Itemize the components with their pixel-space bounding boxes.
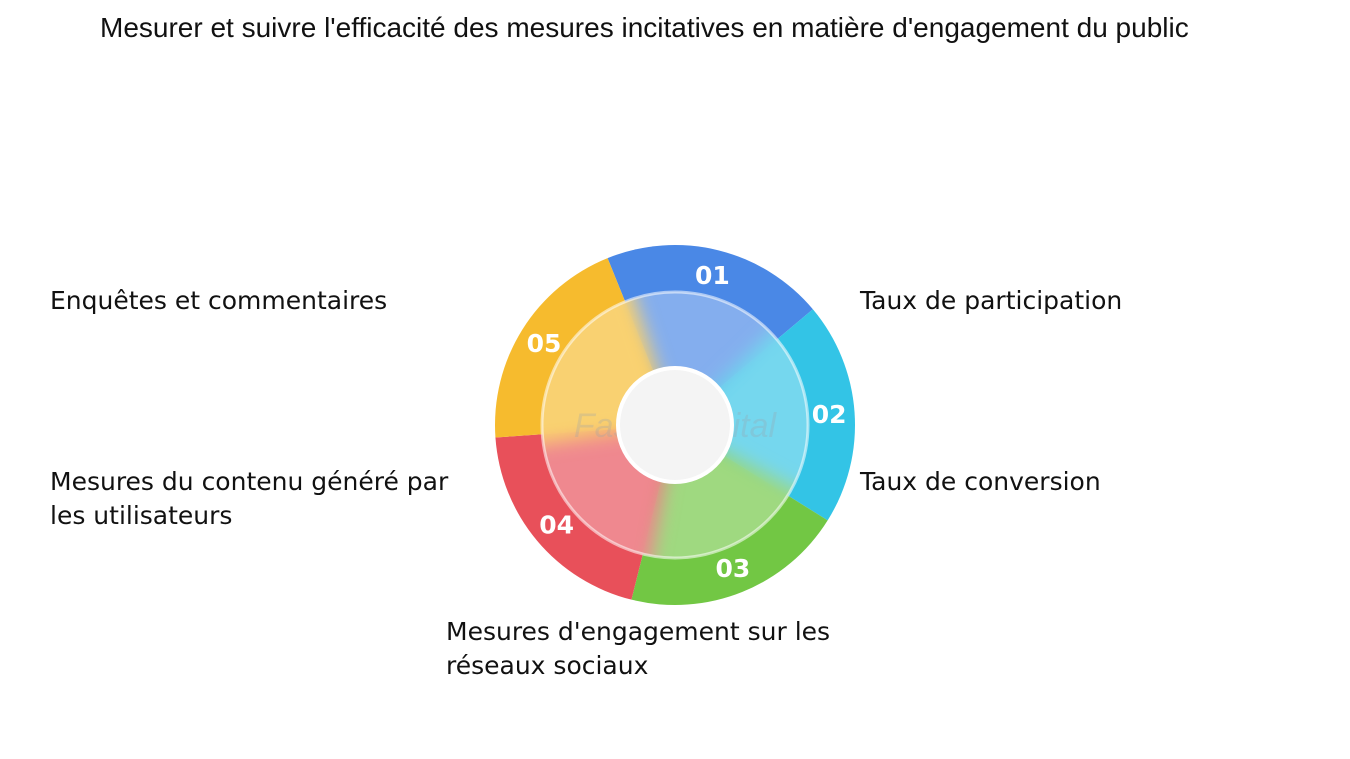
segment-number-02: 02 <box>812 400 847 429</box>
page-title: Mesurer et suivre l'efficacité des mesur… <box>100 12 1189 43</box>
center-hub <box>616 366 734 484</box>
segment-number-03: 03 <box>715 554 750 583</box>
label-taux-de-conversion: Taux de conversion <box>860 467 1101 496</box>
segment-number-01: 01 <box>695 261 730 290</box>
label-taux-de-participation: Taux de participation <box>860 286 1123 315</box>
label-contenu-genere-utilisateurs: Mesures du contenu généré par les utilis… <box>50 467 449 530</box>
inner-segment-02 <box>675 299 808 531</box>
label-enquetes-commentaires: Enquêtes et commentaires <box>50 286 388 315</box>
segment-number-05: 05 <box>527 329 562 358</box>
inner-segment-01 <box>596 292 808 425</box>
inner-ring-border <box>540 290 810 560</box>
label-engagement-reseaux-sociaux: Mesures d'engagement sur les réseaux soc… <box>446 617 831 680</box>
segment-number-04: 04 <box>539 510 574 539</box>
